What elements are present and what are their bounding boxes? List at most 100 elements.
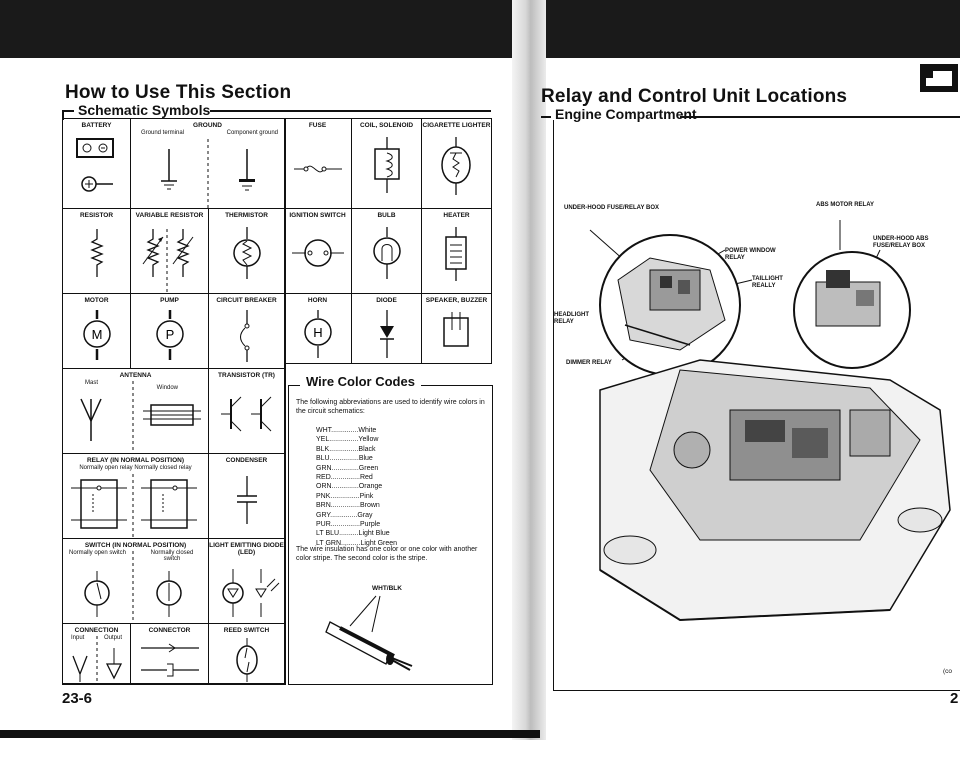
continued-note: (co <box>943 668 953 675</box>
wire-code-color: Black <box>358 445 376 453</box>
symbol-motor: MOTOR M <box>63 294 131 369</box>
condenser-icon <box>237 476 257 524</box>
symbol-label: ANTENNA <box>119 372 152 379</box>
wire-color-code-row: LT GRN..........Light Green <box>316 539 397 548</box>
subtitle-rule-right <box>210 110 491 112</box>
scan-top-band <box>0 0 960 58</box>
wire-code-leader: .............. <box>331 427 359 434</box>
symbol-label: CONDENSER <box>225 457 268 464</box>
pump-letter: P <box>166 327 175 342</box>
page-title: How to Use This Section <box>65 82 292 103</box>
battery-icon <box>76 138 114 192</box>
page-number-left: 23-6 <box>62 690 93 707</box>
wire-illustration <box>325 595 413 671</box>
symbol-ignition-switch: IGNITION SWITCH <box>284 209 352 294</box>
symbol-heater: HEATER <box>422 209 491 294</box>
symbol-label: CIGARETTE LIGHTER <box>422 122 491 129</box>
symbol-relay: RELAY (In normal position) Normally open… <box>63 454 209 539</box>
antenna-icon <box>80 381 201 454</box>
reed-switch-icon <box>236 638 258 682</box>
right-page-title: Relay and Control Unit Locations <box>541 86 848 107</box>
wire-code-leader: ............... <box>329 445 359 453</box>
wire-example-label: WHT/BLK <box>372 585 402 592</box>
wire-color-code-row: BLK...............Black <box>316 445 376 454</box>
symbol-label: DIODE <box>376 297 397 304</box>
symbol-cigarette-lighter: CIGARETTE LIGHTER <box>422 119 491 209</box>
symbol-label: GROUND <box>193 122 222 129</box>
relay-types-label: Normally open relay Normally closed rela… <box>79 465 192 471</box>
symbol-condenser: CONDENSER <box>209 454 285 539</box>
wire-code-abbr: GRN <box>316 464 332 472</box>
symbol-switch: SWITCH (In normal position) Normally ope… <box>63 539 209 624</box>
wire-code-color: Red <box>359 474 373 481</box>
wire-code-leader: ............... <box>330 474 360 481</box>
wire-code-abbr: PUR <box>316 521 331 528</box>
wire-code-color: Pink <box>359 492 374 500</box>
wire-code-color: White <box>358 427 377 434</box>
diode-icon <box>380 310 394 358</box>
wire-color-code-row: PNK...............Pink <box>316 492 373 501</box>
right-subtitle-rule-left <box>541 116 551 118</box>
wire-code-abbr: PNK <box>316 492 331 500</box>
symbol-label: HORN <box>307 297 328 304</box>
callout-under-hood-abs-box: UNDER-HOOD ABS FUSE/RELAY BOX <box>873 236 929 249</box>
page-number-right: 2 <box>950 690 959 707</box>
callout-power-window-relay: POWER WINDOW RELAY <box>725 248 776 261</box>
wire-code-leader: ............... <box>329 455 359 463</box>
symbol-label: RESISTOR <box>79 212 114 219</box>
wire-color-code-row: WHT..............White <box>316 426 376 435</box>
callout-dimmer-relay: DIMMER RELAY <box>566 360 612 366</box>
led-icon <box>222 569 280 617</box>
symbol-variable-resistor: VARIABLE RESISTOR <box>131 209 209 294</box>
wire-code-abbr: BRN <box>316 502 331 510</box>
wire-code-color: Purple <box>359 521 381 528</box>
right-subtitle-rule-right <box>680 116 960 118</box>
speaker-icon <box>443 312 469 347</box>
engine-compartment-illustration <box>589 220 951 622</box>
coil-icon <box>374 137 400 193</box>
symbol-label: RELAY (In normal position) <box>86 457 185 464</box>
wire-code-color: Yellow <box>358 436 379 444</box>
wire-color-code-row: PUR...............Purple <box>316 520 380 529</box>
heater-icon <box>445 227 467 281</box>
wire-code-leader: ............... <box>330 502 360 510</box>
wire-code-color: Orange <box>358 483 383 491</box>
symbol-antenna: ANTENNA Mast Window <box>63 369 209 454</box>
symbol-label: MOTOR <box>84 297 109 304</box>
ground-icon <box>161 139 255 209</box>
section-badge <box>920 64 958 92</box>
wire-code-leader: .............. <box>331 483 359 491</box>
wire-color-codes-footer: The wire insulation has one color or one… <box>296 546 478 562</box>
symbol-ground: GROUND Ground terminal Component ground <box>131 119 285 209</box>
symbol-label: IGNITION SWITCH <box>289 212 346 219</box>
symbol-label: REED SWITCH <box>223 627 270 634</box>
wire-code-color: Light Green <box>360 539 398 547</box>
wire-color-code-row: LT BLU..........Light Blue <box>316 529 390 538</box>
engine-compartment-frame <box>553 120 960 691</box>
connector-icon <box>141 643 199 677</box>
symbol-label: SPEAKER, BUZZER <box>425 297 488 304</box>
callout-under-hood-fuse-relay-box: UNDER-HOOD FUSE/RELAY BOX <box>564 205 660 211</box>
wire-color-code-row: RED...............Red <box>316 473 373 482</box>
antenna-mast-label: Mast <box>85 380 99 386</box>
switch-open-label: Normally open switch <box>69 550 127 556</box>
wire-code-abbr: LT GRN <box>316 539 342 547</box>
wire-code-abbr: YEL <box>316 436 330 444</box>
symbol-connector: CONNECTOR <box>131 624 209 684</box>
wire-color-codes-intro: The following abbreviations are used to … <box>296 399 485 415</box>
wire-color-code-row: GRN..............Green <box>316 464 378 473</box>
pump-icon: P <box>156 310 184 360</box>
symbol-label: BATTERY <box>81 122 112 129</box>
horn-letter: H <box>313 325 322 340</box>
wire-color-code-row: GRY..............Gray <box>316 511 373 520</box>
wire-code-leader: ............... <box>330 492 360 500</box>
wire-color-code-row: YEL...............Yellow <box>316 435 378 444</box>
wire-code-leader: ............... <box>330 521 360 528</box>
symbol-label: FUSE <box>308 122 327 129</box>
symbol-diode: DIODE <box>352 294 422 363</box>
symbol-label: CONNECTOR <box>148 627 191 634</box>
symbol-label: TRANSISTOR (Tr) <box>218 372 275 379</box>
wire-color-code-row: ORN..............Orange <box>316 482 382 491</box>
wire-code-leader: .......... <box>339 530 359 538</box>
ground-terminal-label: Ground terminal <box>141 130 185 136</box>
